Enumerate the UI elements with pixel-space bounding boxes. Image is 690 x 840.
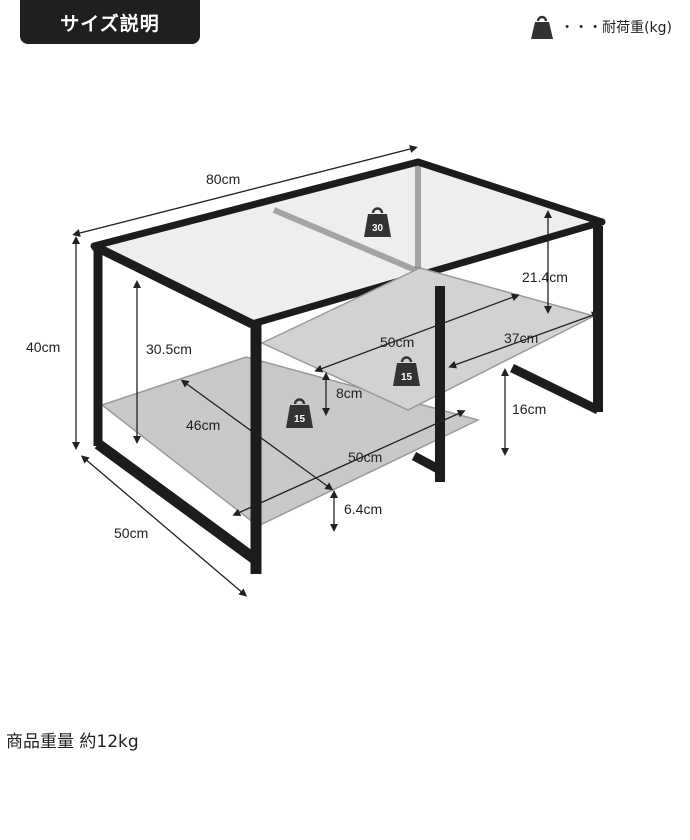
dim-height-total: 40cm	[26, 339, 60, 355]
dim-arrow-lower-shelf-width	[232, 409, 466, 517]
weight-icon	[531, 15, 554, 39]
dim-depth: 50cm	[114, 525, 148, 541]
dim-arrow-depth	[80, 455, 248, 597]
weight-icon-upper-shelf: 15	[393, 356, 420, 386]
page-title: サイズ説明	[20, 0, 200, 44]
dim-glass-to-shelf: 21.4cm	[522, 269, 568, 285]
dim-arrow-upper-shelf-depth	[448, 311, 600, 369]
dim-shelf-gap: 8cm	[336, 385, 362, 401]
load-upper-shelf: 15	[401, 372, 413, 383]
load-top: 30	[372, 223, 384, 234]
product-weight: 商品重量 約12kg	[6, 732, 139, 752]
frame-right-bottom	[510, 363, 600, 415]
legend-label: ・・・耐荷重(kg)	[560, 20, 672, 36]
dim-arrow-upper-shelf-width	[314, 293, 520, 373]
weight-icon-lower-shelf: 15	[286, 398, 313, 428]
dim-upper-shelf-depth: 37cm	[504, 330, 538, 346]
dim-inner-height: 30.5cm	[146, 341, 192, 357]
dim-lower-shelf-width: 50cm	[348, 449, 382, 465]
legend: ・・・耐荷重(kg)	[530, 12, 672, 42]
dim-width-top: 80cm	[206, 171, 240, 187]
dim-arrow-width-top	[72, 145, 418, 237]
weight-icon-top: 30	[364, 207, 391, 237]
dim-upper-shelf-width: 50cm	[380, 334, 414, 350]
dim-lower-shelf-depth: 46cm	[186, 417, 220, 433]
dim-shelf-height: 16cm	[512, 401, 546, 417]
dim-lower-clearance: 6.4cm	[344, 501, 382, 517]
top-front-edge	[92, 241, 254, 329]
load-lower-shelf: 15	[294, 414, 306, 425]
